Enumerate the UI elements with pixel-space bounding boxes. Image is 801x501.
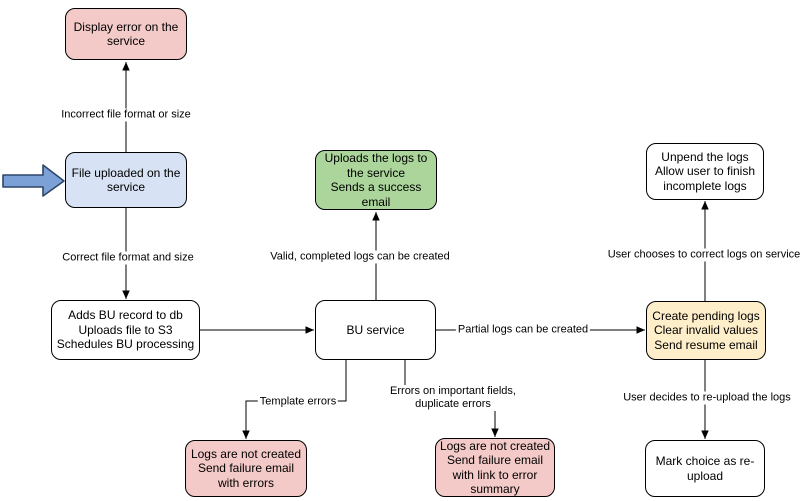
node-uploads-logs-success: Uploads the logs to the service Sends a … [315,150,437,210]
node-mark-choice-reupload: Mark choice as re- upload [645,440,765,497]
node-bu-service: BU service [315,300,436,360]
start-arrow-icon [2,164,65,197]
node-logs-not-created-errors: Logs are not created Send failure email … [185,440,307,497]
label-user-decides-reupload: User decides to re-upload the logs [621,391,793,405]
label-partial-logs: Partial logs can be created [455,323,591,337]
node-logs-not-created-summary: Logs are not created Send failure email … [435,438,555,497]
node-unpend-logs: Unpend the logs Allow user to finish inc… [646,143,764,200]
label-template-errors: Template errors [257,395,339,409]
node-adds-bu-record: Adds BU record to db Uploads file to S3 … [51,300,200,360]
label-incorrect-file-format: Incorrect file format or size [59,108,193,122]
label-correct-file-format: Correct file format and size [60,251,196,265]
node-display-error: Display error on the service [65,8,187,60]
label-valid-completed-logs: Valid, completed logs can be created [268,250,452,264]
node-create-pending-logs: Create pending logs Clear invalid values… [646,301,766,360]
label-user-chooses-correct: User chooses to correct logs on service [605,248,801,262]
label-important-fields-errors: Errors on important fields, duplicate er… [388,385,518,411]
node-file-uploaded: File uploaded on the service [65,152,187,208]
